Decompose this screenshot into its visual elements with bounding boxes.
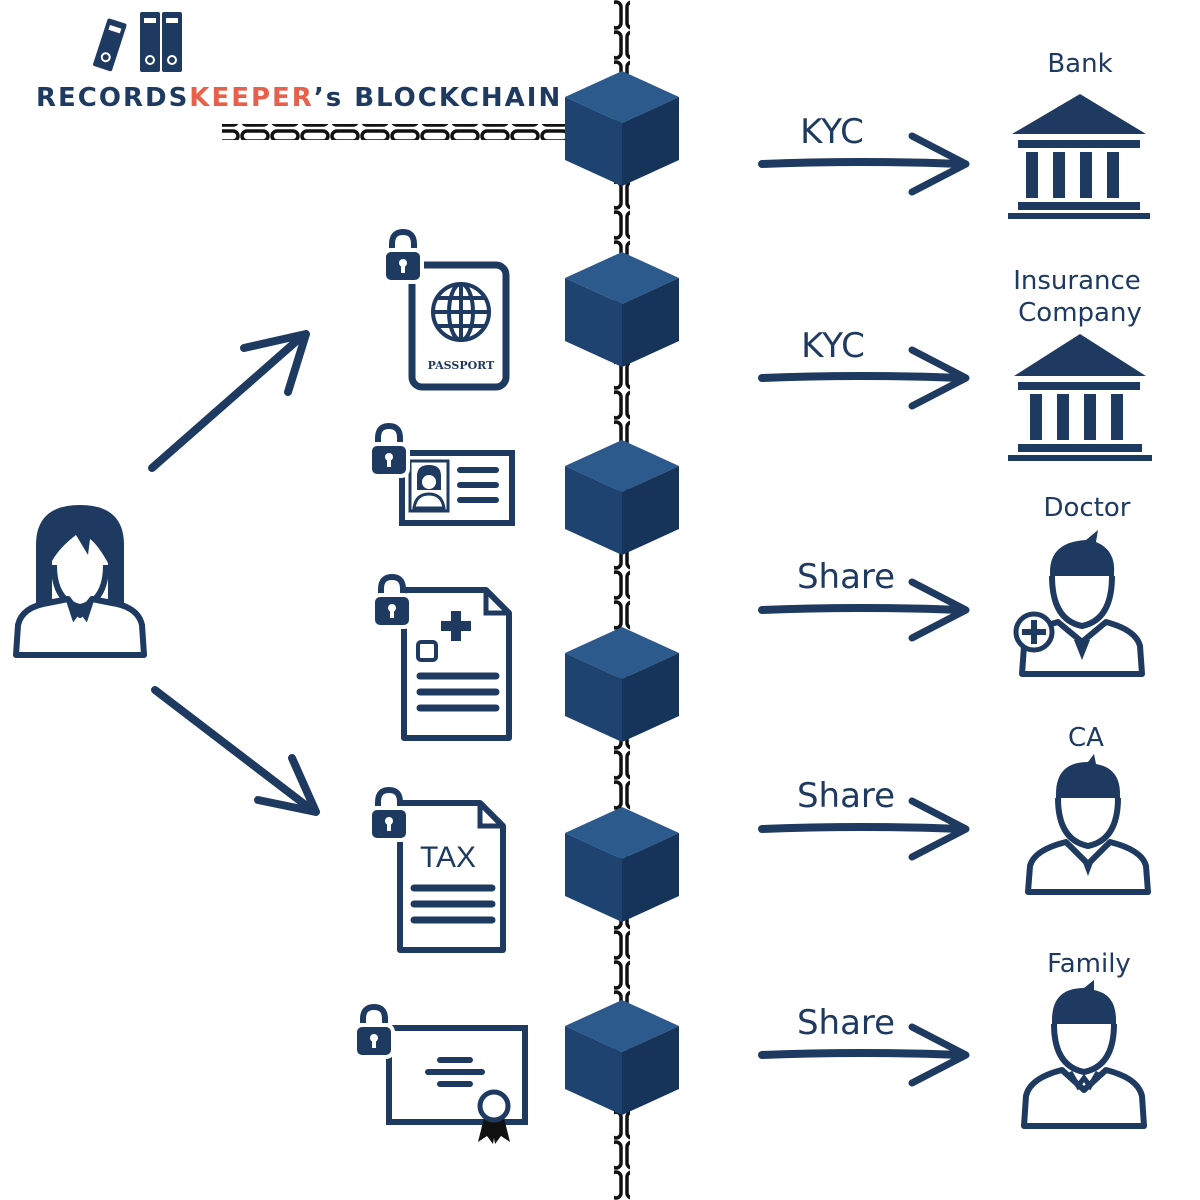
padlock-icon <box>371 573 413 629</box>
flow-action-label-3: Share <box>797 557 895 597</box>
ca-label: CA <box>1068 723 1104 753</box>
tax-document: TAX <box>368 786 506 953</box>
insurance-company-icon <box>1008 334 1152 461</box>
flow-action-label-4: Share <box>797 776 895 816</box>
flow-action-label-1: KYC <box>800 112 864 152</box>
flow-arrow-4: Share <box>758 776 970 861</box>
certificate-document <box>353 1003 528 1144</box>
padlock-icon <box>382 228 424 284</box>
entity-labels: Bank Insurance Company Doctor CA Family <box>1013 49 1142 979</box>
flow-action-label-5: Share <box>797 1003 895 1043</box>
tax-label: TAX <box>420 841 476 874</box>
horizontal-chain <box>222 124 572 140</box>
block-cube-6 <box>565 1000 679 1115</box>
flow-arrow-3: Share <box>758 557 970 642</box>
bank-label: Bank <box>1047 49 1112 79</box>
user-woman-icon <box>13 505 147 658</box>
logo-keeper: KEEPER <box>189 83 314 113</box>
id-photo-icon <box>408 459 450 513</box>
passport-label: PASSPORT <box>428 359 495 372</box>
block-cube-3 <box>565 440 679 555</box>
recordskeeper-logo: RECORDSKEEPER’s BLOCKCHAIN <box>36 12 562 113</box>
doctor-label: Doctor <box>1043 493 1130 523</box>
flow-arrow-2: KYC <box>758 326 970 410</box>
flow-arrow-1: KYC <box>758 112 970 196</box>
id-card-document <box>368 422 515 526</box>
flow-action-label-2: KYC <box>801 326 865 366</box>
block-cube-2 <box>565 252 679 367</box>
block-cube-1 <box>565 71 679 186</box>
block-cube-5 <box>565 807 679 922</box>
logo-blockchain: ’s BLOCKCHAIN <box>314 83 562 113</box>
arrow-user-to-upper-docs <box>148 330 310 472</box>
arrow-user-to-lower-docs <box>151 686 320 816</box>
medical-cross-icon <box>441 611 471 641</box>
block-cube-4 <box>565 627 679 742</box>
ca-person-icon <box>1025 754 1151 895</box>
padlock-icon <box>353 1003 395 1059</box>
bank-icon <box>1008 94 1150 219</box>
doctor-icon <box>1013 530 1145 677</box>
blockchain-blocks <box>565 71 679 1115</box>
logo-records: RECORDS <box>36 83 189 113</box>
medical-record-document <box>371 573 512 741</box>
award-seal-icon <box>477 1089 511 1144</box>
plus-circle-icon <box>1013 611 1055 653</box>
binders-icon <box>93 12 182 72</box>
logo-text: RECORDSKEEPER’s BLOCKCHAIN <box>36 83 562 113</box>
insurance-label-line2: Company <box>1018 298 1142 328</box>
padlock-icon <box>368 422 410 478</box>
family-label: Family <box>1047 949 1131 979</box>
padlock-icon <box>368 786 410 842</box>
flow-arrow-5: Share <box>758 1003 970 1087</box>
insurance-label-line1: Insurance <box>1013 266 1141 296</box>
globe-icon <box>431 282 491 342</box>
family-person-icon <box>1021 980 1147 1129</box>
passport-document: PASSPORT <box>382 228 510 391</box>
